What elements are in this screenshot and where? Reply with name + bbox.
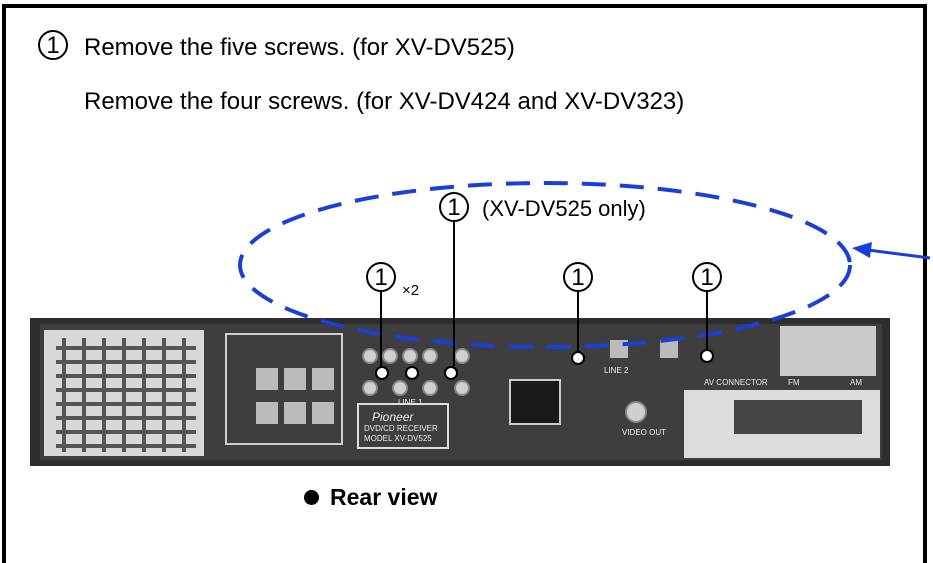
- pointer-arrow: [852, 242, 931, 260]
- device-model: MODEL XV-DV525: [364, 434, 432, 443]
- callout-badge-dv525: 1: [439, 192, 469, 222]
- instruction-line-1: Remove the five screws. (for XV-DV525): [84, 34, 515, 61]
- label-am: AM: [850, 378, 862, 387]
- callout-badge-right: 1: [692, 262, 722, 292]
- device-subtitle: DVD/CD RECEIVER: [364, 424, 438, 433]
- label-line2: LINE 2: [604, 366, 629, 375]
- caption-rear-view: Rear view: [330, 484, 438, 510]
- label-av-connector: AV CONNECTOR: [704, 378, 768, 387]
- power-inlet: [509, 379, 561, 425]
- rca-jacks: [362, 348, 470, 396]
- label-video-out: VIDEO OUT: [622, 428, 667, 437]
- fan-grille: [44, 330, 204, 456]
- callout-multiplier: ×2: [402, 282, 420, 299]
- label-line1: LINE 1: [398, 398, 423, 407]
- instruction-line-2: Remove the four screws. (for XV-DV424 an…: [84, 88, 685, 115]
- step-number-badge: 1: [38, 30, 68, 60]
- frame-border: [2, 4, 927, 563]
- leader-lines: [380, 222, 708, 366]
- callout-dv525-only-label: (XV-DV525 only): [482, 196, 646, 221]
- highlight-ellipse: [238, 181, 852, 349]
- optical-port-2: [660, 340, 678, 358]
- model-plate: [357, 403, 449, 449]
- antenna-block: [780, 326, 876, 376]
- screw-marks: [375, 349, 714, 380]
- device-brand: Pioneer: [372, 410, 414, 424]
- callout-badge-x2: 1: [366, 262, 396, 292]
- video-out-jack: [625, 401, 647, 423]
- speaker-terminals: [225, 333, 343, 445]
- av-connector: [684, 390, 880, 458]
- caption-bullet: [304, 490, 319, 505]
- label-fm: FM: [788, 378, 800, 387]
- callout-badge-center: 1: [563, 262, 593, 292]
